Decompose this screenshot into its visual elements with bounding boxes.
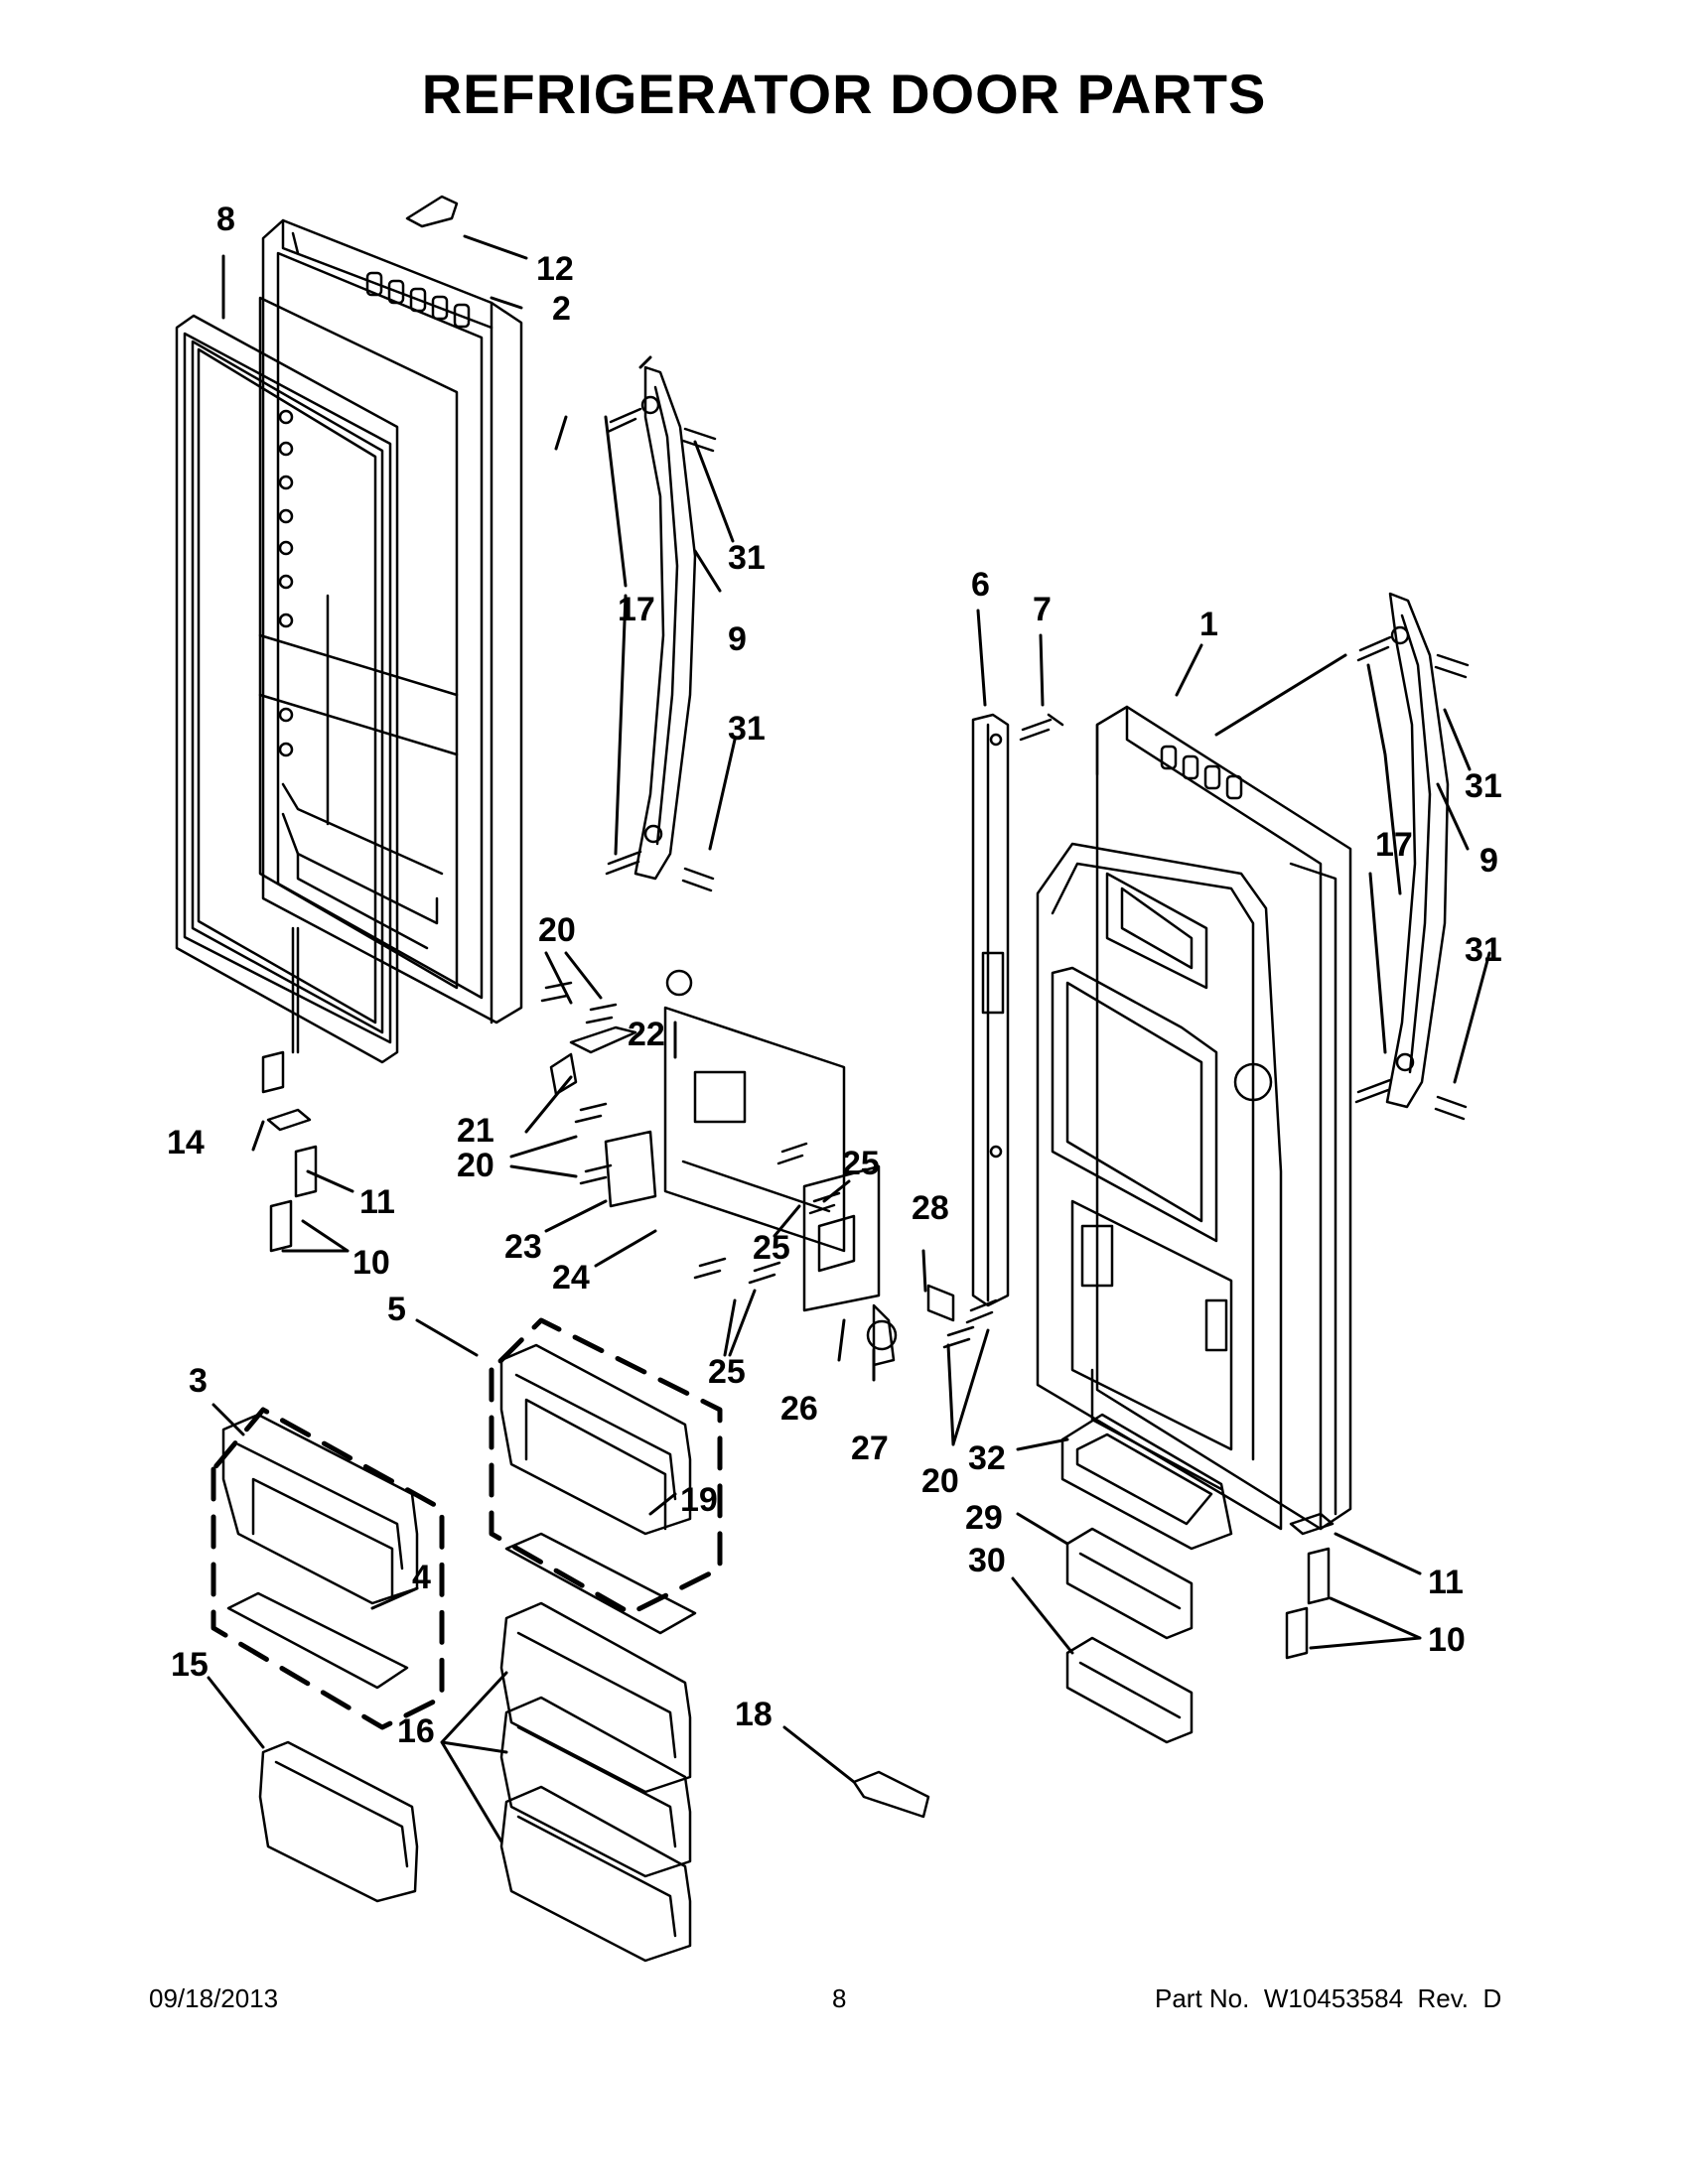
shelf-divider-4	[226, 1591, 409, 1690]
callout-1: 1	[1199, 606, 1218, 643]
callout-11-left: 11	[359, 1183, 395, 1221]
callout-28: 28	[912, 1189, 949, 1227]
door-bin-3	[221, 1413, 419, 1605]
callout-19: 19	[680, 1481, 718, 1519]
door-bin-16-top	[499, 1601, 692, 1794]
callout-17-right: 17	[1375, 826, 1413, 864]
dispenser-trim	[1060, 1413, 1233, 1744]
leader-lines	[207, 234, 1491, 1843]
callout-30: 30	[968, 1542, 1006, 1579]
left-door-gasket	[175, 314, 399, 1064]
callout-20-top: 20	[538, 911, 576, 949]
callout-6: 6	[971, 566, 990, 604]
callout-25-top: 25	[842, 1145, 880, 1182]
callout-12: 12	[536, 250, 574, 288]
callout-31-right-top: 31	[1465, 767, 1502, 805]
callout-20-bottom: 20	[921, 1462, 959, 1500]
callout-18: 18	[735, 1696, 773, 1733]
callout-4: 4	[412, 1559, 431, 1596]
left-hinge-parts	[261, 926, 318, 1253]
dashed-groupings	[211, 1317, 723, 1730]
callout-32: 32	[968, 1439, 1006, 1477]
part-18-clip	[852, 1770, 930, 1819]
callout-10-right: 10	[1428, 1621, 1466, 1659]
callout-2: 2	[552, 290, 571, 328]
right-hinge-parts	[1285, 1512, 1335, 1660]
callout-9-left: 9	[728, 620, 747, 658]
callout-10-left: 10	[352, 1244, 390, 1282]
right-door-liner	[1036, 705, 1352, 1531]
footer-part-number: Part No. W10453584 Rev. D	[1155, 1983, 1502, 2013]
callout-31-right-bottom: 31	[1465, 931, 1502, 969]
door-bin-16-middle	[499, 1696, 692, 1878]
dispenser-components	[540, 969, 998, 1367]
callout-labels: 8 12 2 31 17 9 31 6 7 1 31 17 9 31 20 22…	[167, 201, 1502, 1750]
footer-page-number: 8	[832, 1983, 847, 2013]
left-door-handle	[605, 365, 717, 892]
callout-25-mid: 25	[753, 1229, 790, 1267]
page-title: REFRIGERATOR DOOR PARTS	[421, 63, 1267, 125]
callout-9-right: 9	[1479, 842, 1498, 880]
callout-14: 14	[167, 1124, 205, 1161]
callout-29: 29	[965, 1499, 1003, 1537]
callout-27: 27	[851, 1430, 889, 1467]
callout-11-right: 11	[1428, 1564, 1464, 1601]
callout-7: 7	[1033, 591, 1052, 628]
callout-25-bottom: 25	[708, 1353, 746, 1391]
right-door-handle	[1354, 592, 1470, 1121]
callout-20-mid: 20	[457, 1147, 494, 1184]
callout-24: 24	[552, 1259, 590, 1297]
callout-17-left: 17	[618, 591, 655, 628]
part-12-clip	[405, 195, 459, 228]
left-door-liner	[258, 218, 523, 1024]
callout-15: 15	[171, 1646, 209, 1684]
callout-31-left-bottom: 31	[728, 710, 766, 748]
door-bin-16-bottom	[499, 1785, 692, 1963]
callout-3: 3	[189, 1362, 208, 1400]
shelf-divider-19	[504, 1532, 697, 1635]
part-7-screw	[1019, 713, 1064, 742]
callout-26: 26	[780, 1390, 818, 1428]
callout-5: 5	[387, 1291, 406, 1328]
part-6-mullion	[971, 713, 1010, 1307]
door-bin-15	[258, 1740, 419, 1903]
footer-date: 09/18/2013	[149, 1983, 279, 2013]
callout-21: 21	[457, 1112, 494, 1150]
callout-16: 16	[397, 1712, 435, 1750]
callout-22: 22	[628, 1016, 665, 1053]
callout-23: 23	[504, 1228, 542, 1266]
callout-31-left-top: 31	[728, 539, 766, 577]
callout-8: 8	[216, 201, 235, 238]
